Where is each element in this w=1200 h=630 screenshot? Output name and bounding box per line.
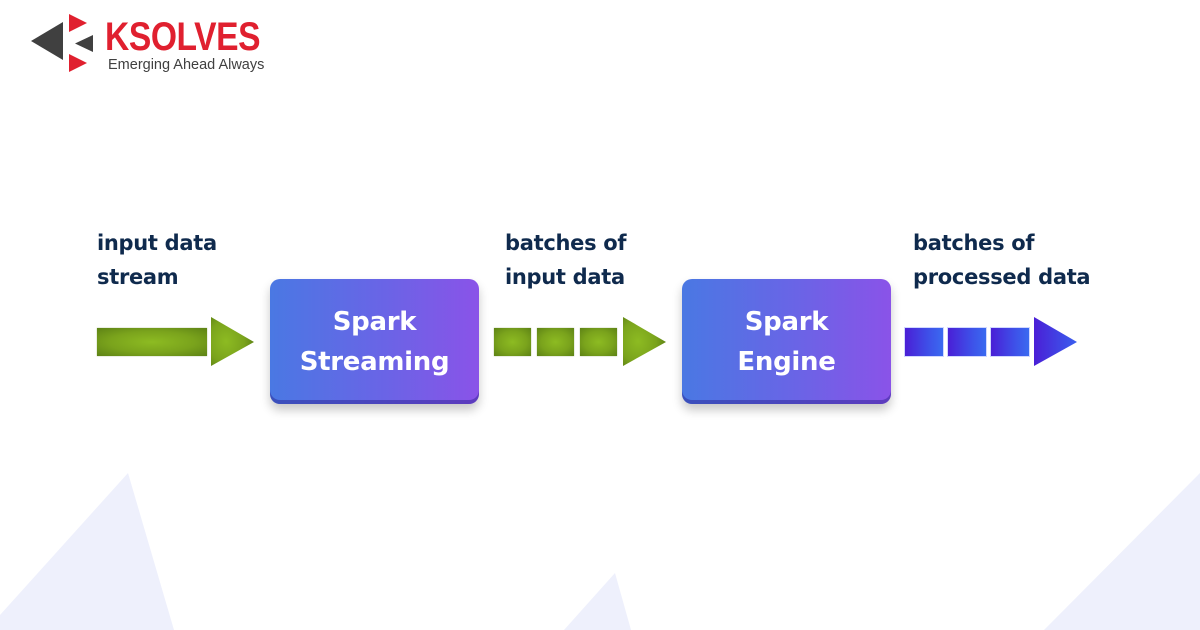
label-line: batches of — [913, 231, 1035, 255]
input-stream-arrow-shaft — [97, 328, 207, 356]
input-batches-arrowhead-icon — [623, 317, 666, 366]
ksolves-logo-icon — [31, 14, 93, 72]
box-line: Spark — [332, 306, 417, 337]
processed-batch-block — [905, 328, 943, 356]
processed-batches-label: batches of processed data — [913, 226, 1091, 294]
input-batches-label: batches of input data — [505, 226, 627, 294]
background-triangle-middle — [564, 573, 631, 630]
input-batch-block — [580, 328, 617, 356]
input-stream-arrowhead-icon — [211, 317, 254, 366]
label-line: batches of — [505, 231, 627, 255]
processed-batch-block — [991, 328, 1029, 356]
brand-name: KSOLVES — [105, 15, 261, 59]
box-line: Engine — [737, 346, 836, 377]
label-line: stream — [97, 265, 179, 289]
input-batch-block — [494, 328, 531, 356]
spark-engine-box: Spark Engine — [682, 279, 891, 404]
processed-batch-block — [948, 328, 986, 356]
brand-logo[interactable]: KSOLVES Emerging Ahead Always — [28, 12, 268, 76]
label-line: input data — [97, 231, 217, 255]
input-data-stream-label: input data stream — [97, 226, 217, 294]
box-line: Spark — [744, 306, 829, 337]
background-triangle-left — [0, 473, 174, 630]
label-line: input data — [505, 265, 625, 289]
box-line: Streaming — [299, 346, 450, 377]
processed-batches-arrowhead-icon — [1034, 317, 1077, 366]
brand-tagline: Emerging Ahead Always — [108, 57, 265, 73]
input-batch-block — [537, 328, 574, 356]
label-line: processed data — [913, 265, 1091, 289]
background-triangle-right — [1044, 473, 1200, 630]
spark-streaming-box: Spark Streaming — [270, 279, 479, 404]
